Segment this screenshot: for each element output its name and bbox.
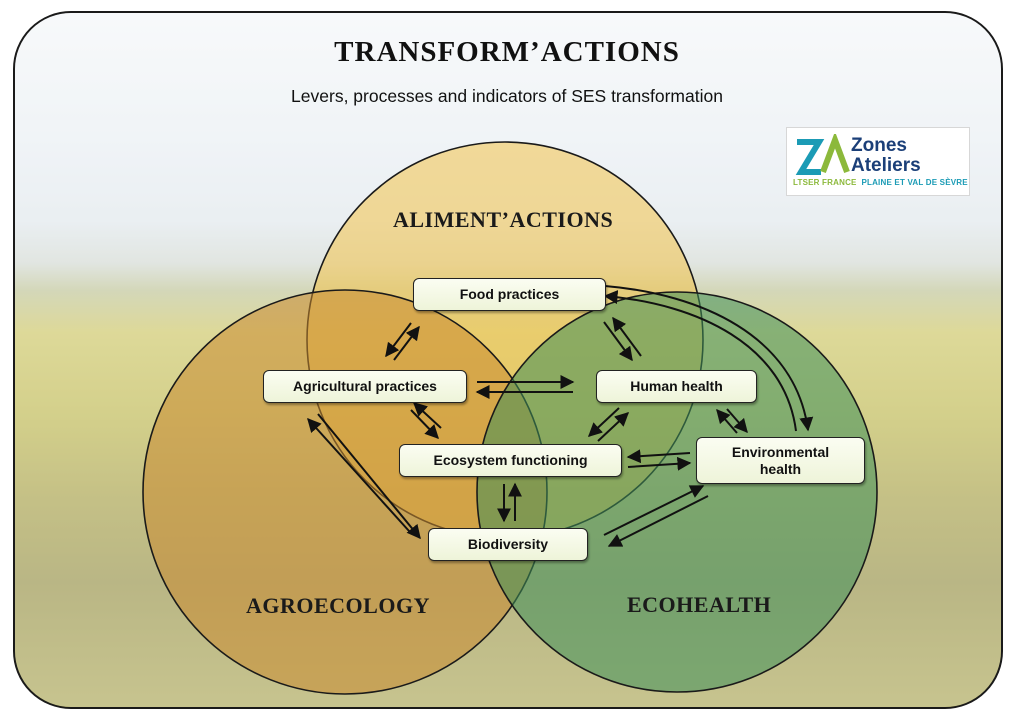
node-ecosystem-functioning: Ecosystem functioning — [399, 444, 622, 477]
node-human-health: Human health — [596, 370, 757, 403]
zones-ateliers-logo: Zones Ateliers LTSER FRANCE PLAINE ET VA… — [786, 127, 970, 196]
arrow-env-to-human — [716, 408, 738, 434]
node-food-label: Food practices — [459, 286, 560, 302]
node-biodiversity: Biodiversity — [428, 528, 588, 561]
node-environmental-health: Environmental health — [696, 437, 865, 484]
arrow-food-to-human — [603, 321, 633, 362]
page-title: TRANSFORM’ACTIONS — [334, 36, 680, 68]
node-food-practices: Food practices — [413, 278, 606, 311]
arrow-env-to-bio — [607, 495, 709, 547]
arrow-food-to-env — [604, 285, 814, 432]
node-eco-label: Ecosystem functioning — [433, 452, 588, 468]
arrow-agri-to-bio — [317, 413, 421, 540]
logo-subtext: LTSER FRANCE PLAINE ET VAL DE SÈVRE — [793, 178, 968, 187]
arrow-human-to-eco — [587, 407, 620, 437]
arrow-eco-to-human — [597, 412, 630, 442]
arrow-bio-to-env — [603, 485, 705, 536]
arrow-bio-to-agri — [307, 417, 410, 532]
arrow-env-to-eco — [626, 449, 691, 464]
arrow-human-to-food — [612, 316, 642, 357]
circle-ecohealth — [476, 291, 878, 693]
arrow-eco-to-agri — [412, 402, 442, 429]
label-ecohealth: ECOHEALTH — [627, 592, 772, 617]
node-agricultural-practices: Agricultural practices — [263, 370, 467, 403]
logo-text: Zones Ateliers — [851, 135, 921, 176]
za-mark-icon — [795, 134, 850, 175]
node-agri-label: Agricultural practices — [293, 378, 437, 394]
node-env-label-2: health — [759, 460, 802, 477]
label-aliment-actions: ALIMENT’ACTIONS — [393, 207, 614, 232]
arrow-eco-to-env — [627, 456, 692, 471]
label-agroecology: AGROECOLOGY — [246, 593, 430, 618]
node-human-label: Human health — [630, 378, 723, 394]
page-subtitle: Levers, processes and indicators of SES … — [291, 86, 723, 106]
node-bio-label: Biodiversity — [467, 536, 549, 552]
arrow-agri-to-food — [393, 325, 420, 361]
node-env-label-1: Environmental — [731, 443, 830, 460]
arrow-env-to-food — [603, 290, 797, 432]
